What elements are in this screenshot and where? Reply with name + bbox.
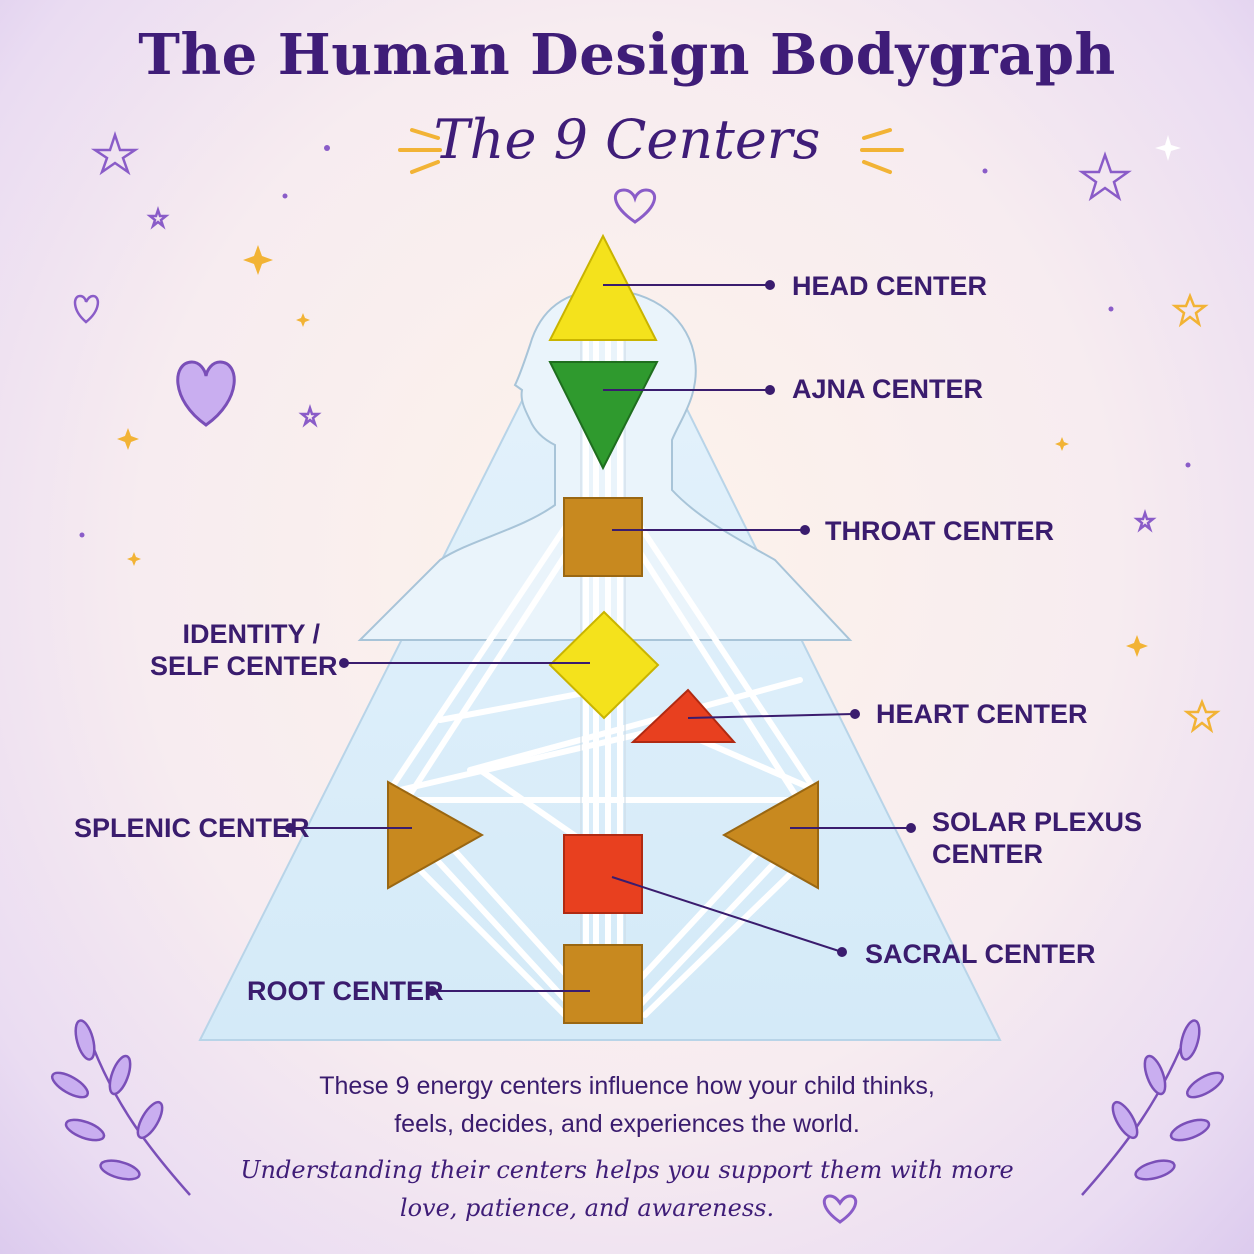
page-subtitle: The 9 Centers xyxy=(433,108,821,171)
root-center-label: ROOT CENTER xyxy=(247,976,444,1006)
dots xyxy=(79,145,1191,538)
heart-center-shape xyxy=(630,688,737,743)
root-center-shape xyxy=(563,944,643,1024)
sparkle-icon xyxy=(296,313,310,327)
subtitle-accent-dashes xyxy=(398,128,904,174)
heart-icon xyxy=(73,294,100,324)
ajna-center-shape xyxy=(548,361,659,471)
solar-plexus-center-shape xyxy=(721,780,819,890)
heart-icon xyxy=(614,188,656,224)
sparkle-icon xyxy=(127,552,141,566)
leader-lines xyxy=(285,280,916,996)
heart-icon xyxy=(176,360,236,427)
sparkle-icon xyxy=(1155,135,1181,161)
star-icon xyxy=(1133,509,1157,533)
star-icon xyxy=(1171,292,1209,328)
sparkle-icon xyxy=(1126,635,1148,657)
script-text-line-2: love, patience, and awareness. xyxy=(399,1194,775,1222)
solar-plexus-center-label: SOLAR PLEXUS CENTER xyxy=(932,807,1143,869)
identity-center-label: IDENTITY / SELF CENTER xyxy=(150,619,338,681)
splenic-center-shape xyxy=(387,780,485,890)
white-sparkle-icons xyxy=(1155,135,1181,161)
heart-center-label: HEART CENTER xyxy=(876,699,1088,729)
sacral-center-shape xyxy=(563,834,643,914)
heart-icon xyxy=(822,1194,858,1224)
sparkle-icons xyxy=(117,245,1148,657)
body-text-line-1: These 9 energy centers influence how you… xyxy=(319,1072,935,1100)
script-text-line-1: Understanding their centers helps you su… xyxy=(240,1156,1014,1184)
sparkle-icon xyxy=(1055,437,1069,451)
sparkle-icon xyxy=(243,245,273,275)
identity-center-shape xyxy=(548,610,660,720)
star-icon xyxy=(298,404,322,428)
laurel-branch-icon xyxy=(1081,1019,1225,1196)
ajna-center-label: AJNA CENTER xyxy=(792,374,984,404)
head-center-shape xyxy=(548,233,658,341)
sacral-center-label: SACRAL CENTER xyxy=(865,939,1096,969)
gold-star-icons xyxy=(1171,292,1221,734)
star-icon xyxy=(1078,151,1132,202)
head-center-label: HEAD CENTER xyxy=(792,271,988,301)
throat-center-label: THROAT CENTER xyxy=(825,516,1054,546)
star-icon xyxy=(90,131,140,176)
star-icon xyxy=(1183,698,1221,734)
page-title: The Human Design Bodygraph xyxy=(138,22,1116,88)
splenic-center-label: SPLENIC CENTER xyxy=(74,813,310,843)
sparkle-icon xyxy=(117,428,139,450)
star-icon xyxy=(146,206,170,230)
throat-center-shape xyxy=(563,497,643,577)
body-text-line-2: feels, decides, and experiences the worl… xyxy=(394,1110,860,1138)
star-icons xyxy=(90,131,1157,533)
laurel-branch-icon xyxy=(50,1019,191,1196)
